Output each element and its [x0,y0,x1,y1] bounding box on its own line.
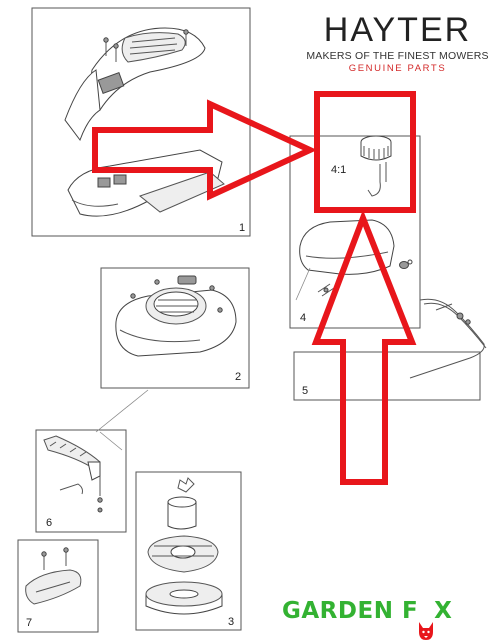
leader-line [95,389,149,433]
arrow-up-highlight [311,209,417,485]
footer-brand-part2: X [434,598,453,624]
panel-7-frame [17,539,99,633]
callout-fuel-cap: 4:1 [314,91,416,213]
garden-fox-logo: GARDEN F X [282,598,482,640]
panel-4-frame [289,135,421,329]
panel-5-label: 5 [302,385,308,397]
panel-6-illustration [43,435,103,513]
panel-4-label: 4 [300,312,306,324]
highlight-frame [314,91,416,213]
panel-7-label: 7 [26,617,32,629]
panel-3: 3 [135,471,242,631]
panel-2: 2 [100,267,250,389]
fuel-cap-illustration [360,135,392,197]
brand-name: HAYTER [323,11,472,49]
arrow-right-highlight [92,99,318,201]
panel-1-illustration [64,27,225,217]
panel-7: 7 [17,539,99,633]
leader-line [99,431,123,451]
panel-2-illustration [115,275,237,357]
panel-3-label: 3 [228,616,234,628]
footer-brand-part1: GARDEN F [282,598,419,624]
callout-scale-label: 4:1 [331,164,346,176]
panel-6: 6 [35,429,127,533]
brand-tagline: MAKERS OF THE FINEST MOWERS [306,50,489,62]
panel-2-frame [100,267,250,389]
panel-6-label: 6 [46,517,52,529]
leader-line [295,267,311,301]
panel-5-illustration [409,298,487,379]
panel-3-illustration [145,477,223,615]
panel-5: 5 [293,298,487,401]
panel-3-frame [135,471,242,631]
panel-7-illustration [25,547,82,605]
panel-2-label: 2 [235,371,241,383]
brand-subtagline: GENUINE PARTS [348,63,447,74]
panel-1-label: 1 [239,222,245,234]
panel-1: 1 [31,7,251,237]
brand-logo: HAYTER MAKERS OF THE FINEST MOWERS GENUI… [300,12,495,75]
panel-6-frame [35,429,127,533]
